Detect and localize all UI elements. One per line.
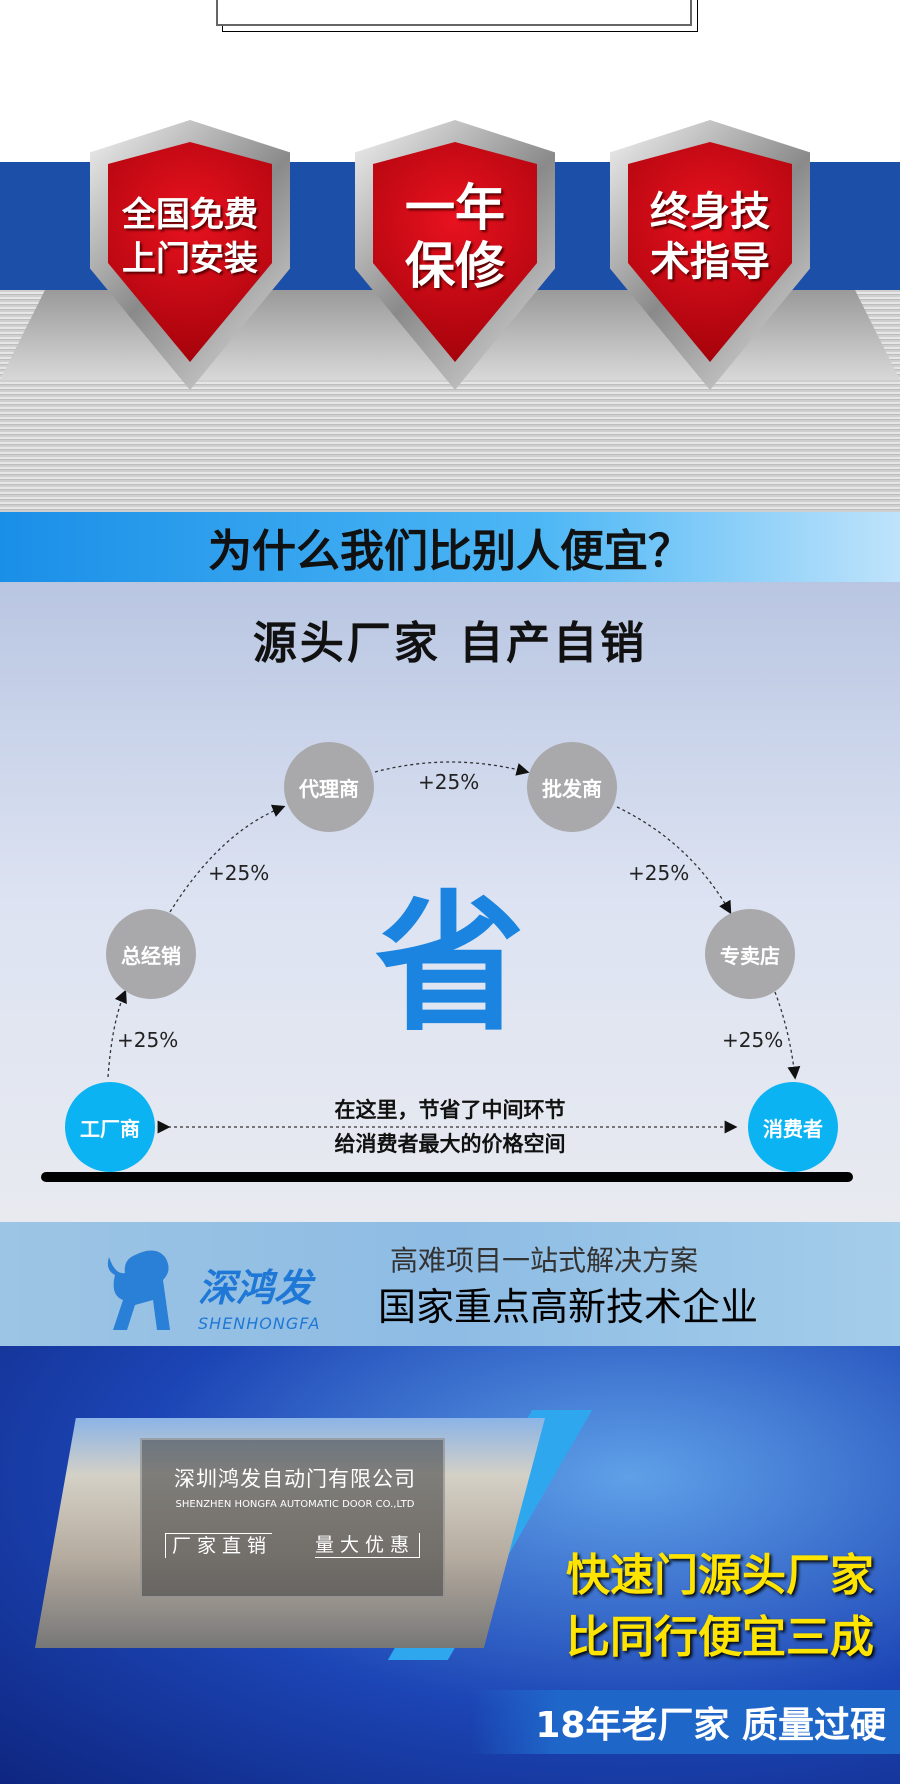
shield-text: 全国免费 [122,195,258,235]
node-wholesaler: 批发商 [527,742,617,832]
slogan-one-stop: 高难项目一站式解决方案 [390,1244,699,1277]
company-name-cn: 深圳鸿发自动门有限公司 [174,1467,416,1491]
arrow-wholesaler-store [616,806,732,915]
logo-text-cn: 深鸿发 [198,1266,313,1310]
node-factory: 工厂商 [65,1082,155,1172]
shield-text: 术指导 [650,239,770,285]
why-cheaper-header: 为什么我们比别人便宜？ [0,512,900,582]
shield-text: 一年 [405,179,505,237]
top-title-box [216,0,692,26]
node-distributor: 总经销 [106,909,196,999]
promo-line-1: 快速门源头厂家 [566,1550,874,1601]
arrow-distributor-agent [169,804,286,913]
shield-text: 上门安装 [122,239,258,279]
markup-label: +25% [208,861,270,885]
markup-label: +25% [722,1028,784,1052]
photo-overlay [140,1438,445,1598]
company-name-en: SHENZHEN HONGFA AUTOMATIC DOOR CO.,LTD [175,1499,415,1510]
tag-factory-direct: 厂家直销 [165,1533,273,1558]
node-agent: 代理商 [284,742,374,832]
save-character: 省 [374,878,525,1052]
savings-note-2: 给消费者最大的价格空间 [334,1132,566,1156]
chain-arrows [107,761,801,1134]
arrow-store-consumer [774,991,801,1080]
promo-footer: 18年老厂家 质量过硬 [470,1690,900,1754]
arrow-factory-distributor [107,989,127,1078]
node-consumer: 消费者 [748,1082,838,1172]
promo-line-2: 比同行便宜三成 [566,1612,874,1663]
diagram-title: 源头厂家 自产自销 [252,618,648,669]
markup-label: +25% [117,1028,179,1052]
markup-label: +25% [628,861,690,885]
node-store: 专卖店 [705,909,795,999]
slogan-high-tech: 国家重点高新技术企业 [378,1285,759,1329]
savings-note-1: 在这里，节省了中间环节 [334,1098,566,1122]
shield-text: 终身技 [650,189,770,235]
tag-bulk-discount: 量大优惠 [315,1533,421,1558]
baseline-bar [41,1172,853,1182]
lion-logo-icon [107,1250,170,1330]
markup-label: +25% [418,770,480,794]
logo-text-en: SHENHONGFA [198,1314,321,1333]
shield-text: 保修 [405,237,505,295]
